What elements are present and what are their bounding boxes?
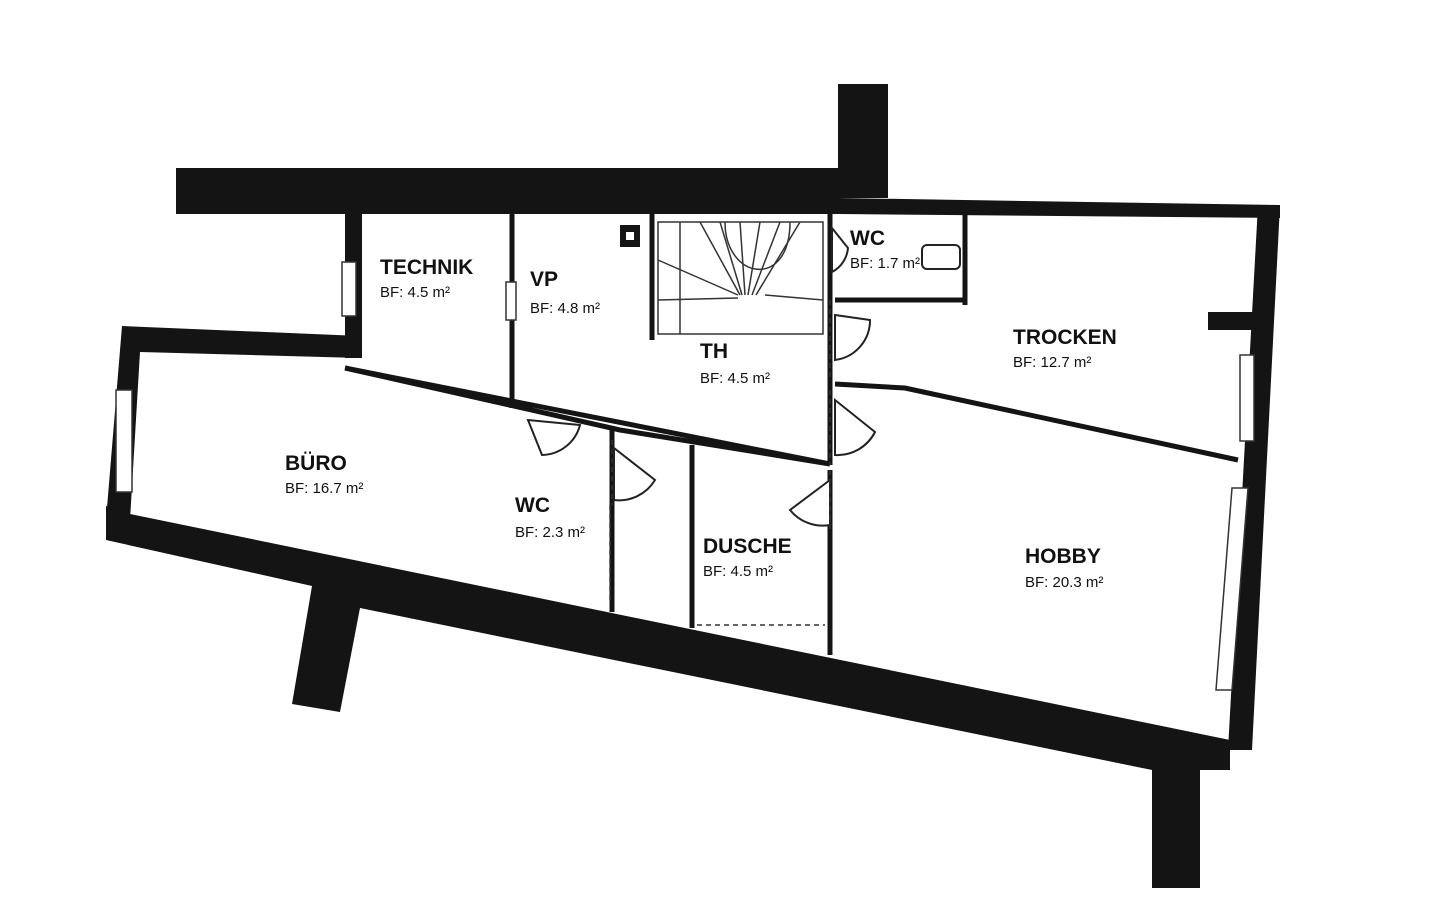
room-dusche-area: BF: 4.5 m² <box>703 563 773 580</box>
right-wall-stub <box>1208 312 1258 330</box>
room-wc-mid-name: WC <box>515 494 550 517</box>
top-right-wall <box>838 198 1280 218</box>
top-wall <box>176 84 888 214</box>
room-wc-top-name: WC <box>850 227 885 250</box>
room-wc-top: WC BF: 1.7 m² <box>850 227 920 272</box>
room-trocken-area: BF: 12.7 m² <box>1013 354 1091 371</box>
window-technik <box>341 261 357 317</box>
door-wc <box>611 440 657 505</box>
window-hobby <box>1215 487 1249 691</box>
room-technik-area: BF: 4.5 m² <box>380 284 450 301</box>
room-wc-mid: WC BF: 2.3 m² <box>515 494 585 541</box>
room-vp: VP BF: 4.8 m² <box>530 268 600 317</box>
interior-wall-hobby <box>834 381 1239 463</box>
window-trocken <box>1239 354 1255 442</box>
room-trocken: TROCKEN BF: 12.7 m² <box>1013 326 1117 371</box>
room-hobby-area: BF: 20.3 m² <box>1025 574 1103 591</box>
room-technik-name: TECHNIK <box>380 256 473 279</box>
room-wc-top-area: BF: 1.7 m² <box>850 255 920 272</box>
room-vp-name: VP <box>530 268 558 291</box>
room-buero-name: BÜRO <box>285 452 347 475</box>
interior-wall-buero <box>344 365 831 467</box>
door-buero <box>526 418 582 457</box>
room-trocken-name: TROCKEN <box>1013 326 1117 349</box>
window-vp <box>505 281 517 321</box>
door-wc-top <box>831 225 850 274</box>
door-dusche <box>788 470 831 530</box>
right-wall <box>1228 205 1280 750</box>
door-th-hobby <box>829 390 877 465</box>
room-th: TH BF: 4.5 m² <box>700 340 770 387</box>
staircase <box>657 221 824 335</box>
left-wall <box>106 326 360 520</box>
bottom-wall <box>106 506 1230 888</box>
room-dusche-name: DUSCHE <box>703 535 792 558</box>
room-vp-area: BF: 4.8 m² <box>530 300 600 317</box>
room-wc-mid-area: BF: 2.3 m² <box>515 524 585 541</box>
room-hobby: HOBBY BF: 20.3 m² <box>1025 545 1103 591</box>
room-th-area: BF: 4.5 m² <box>700 370 770 387</box>
toilet-icon <box>921 244 961 270</box>
room-dusche: DUSCHE BF: 4.5 m² <box>703 535 792 580</box>
room-hobby-name: HOBBY <box>1025 545 1101 568</box>
door-th-trocken <box>829 300 872 380</box>
window-buero <box>115 389 133 493</box>
room-buero-area: BF: 16.7 m² <box>285 480 363 497</box>
room-buero: BÜRO BF: 16.7 m² <box>285 452 363 497</box>
room-technik: TECHNIK BF: 4.5 m² <box>380 256 473 301</box>
room-th-name: TH <box>700 340 728 363</box>
